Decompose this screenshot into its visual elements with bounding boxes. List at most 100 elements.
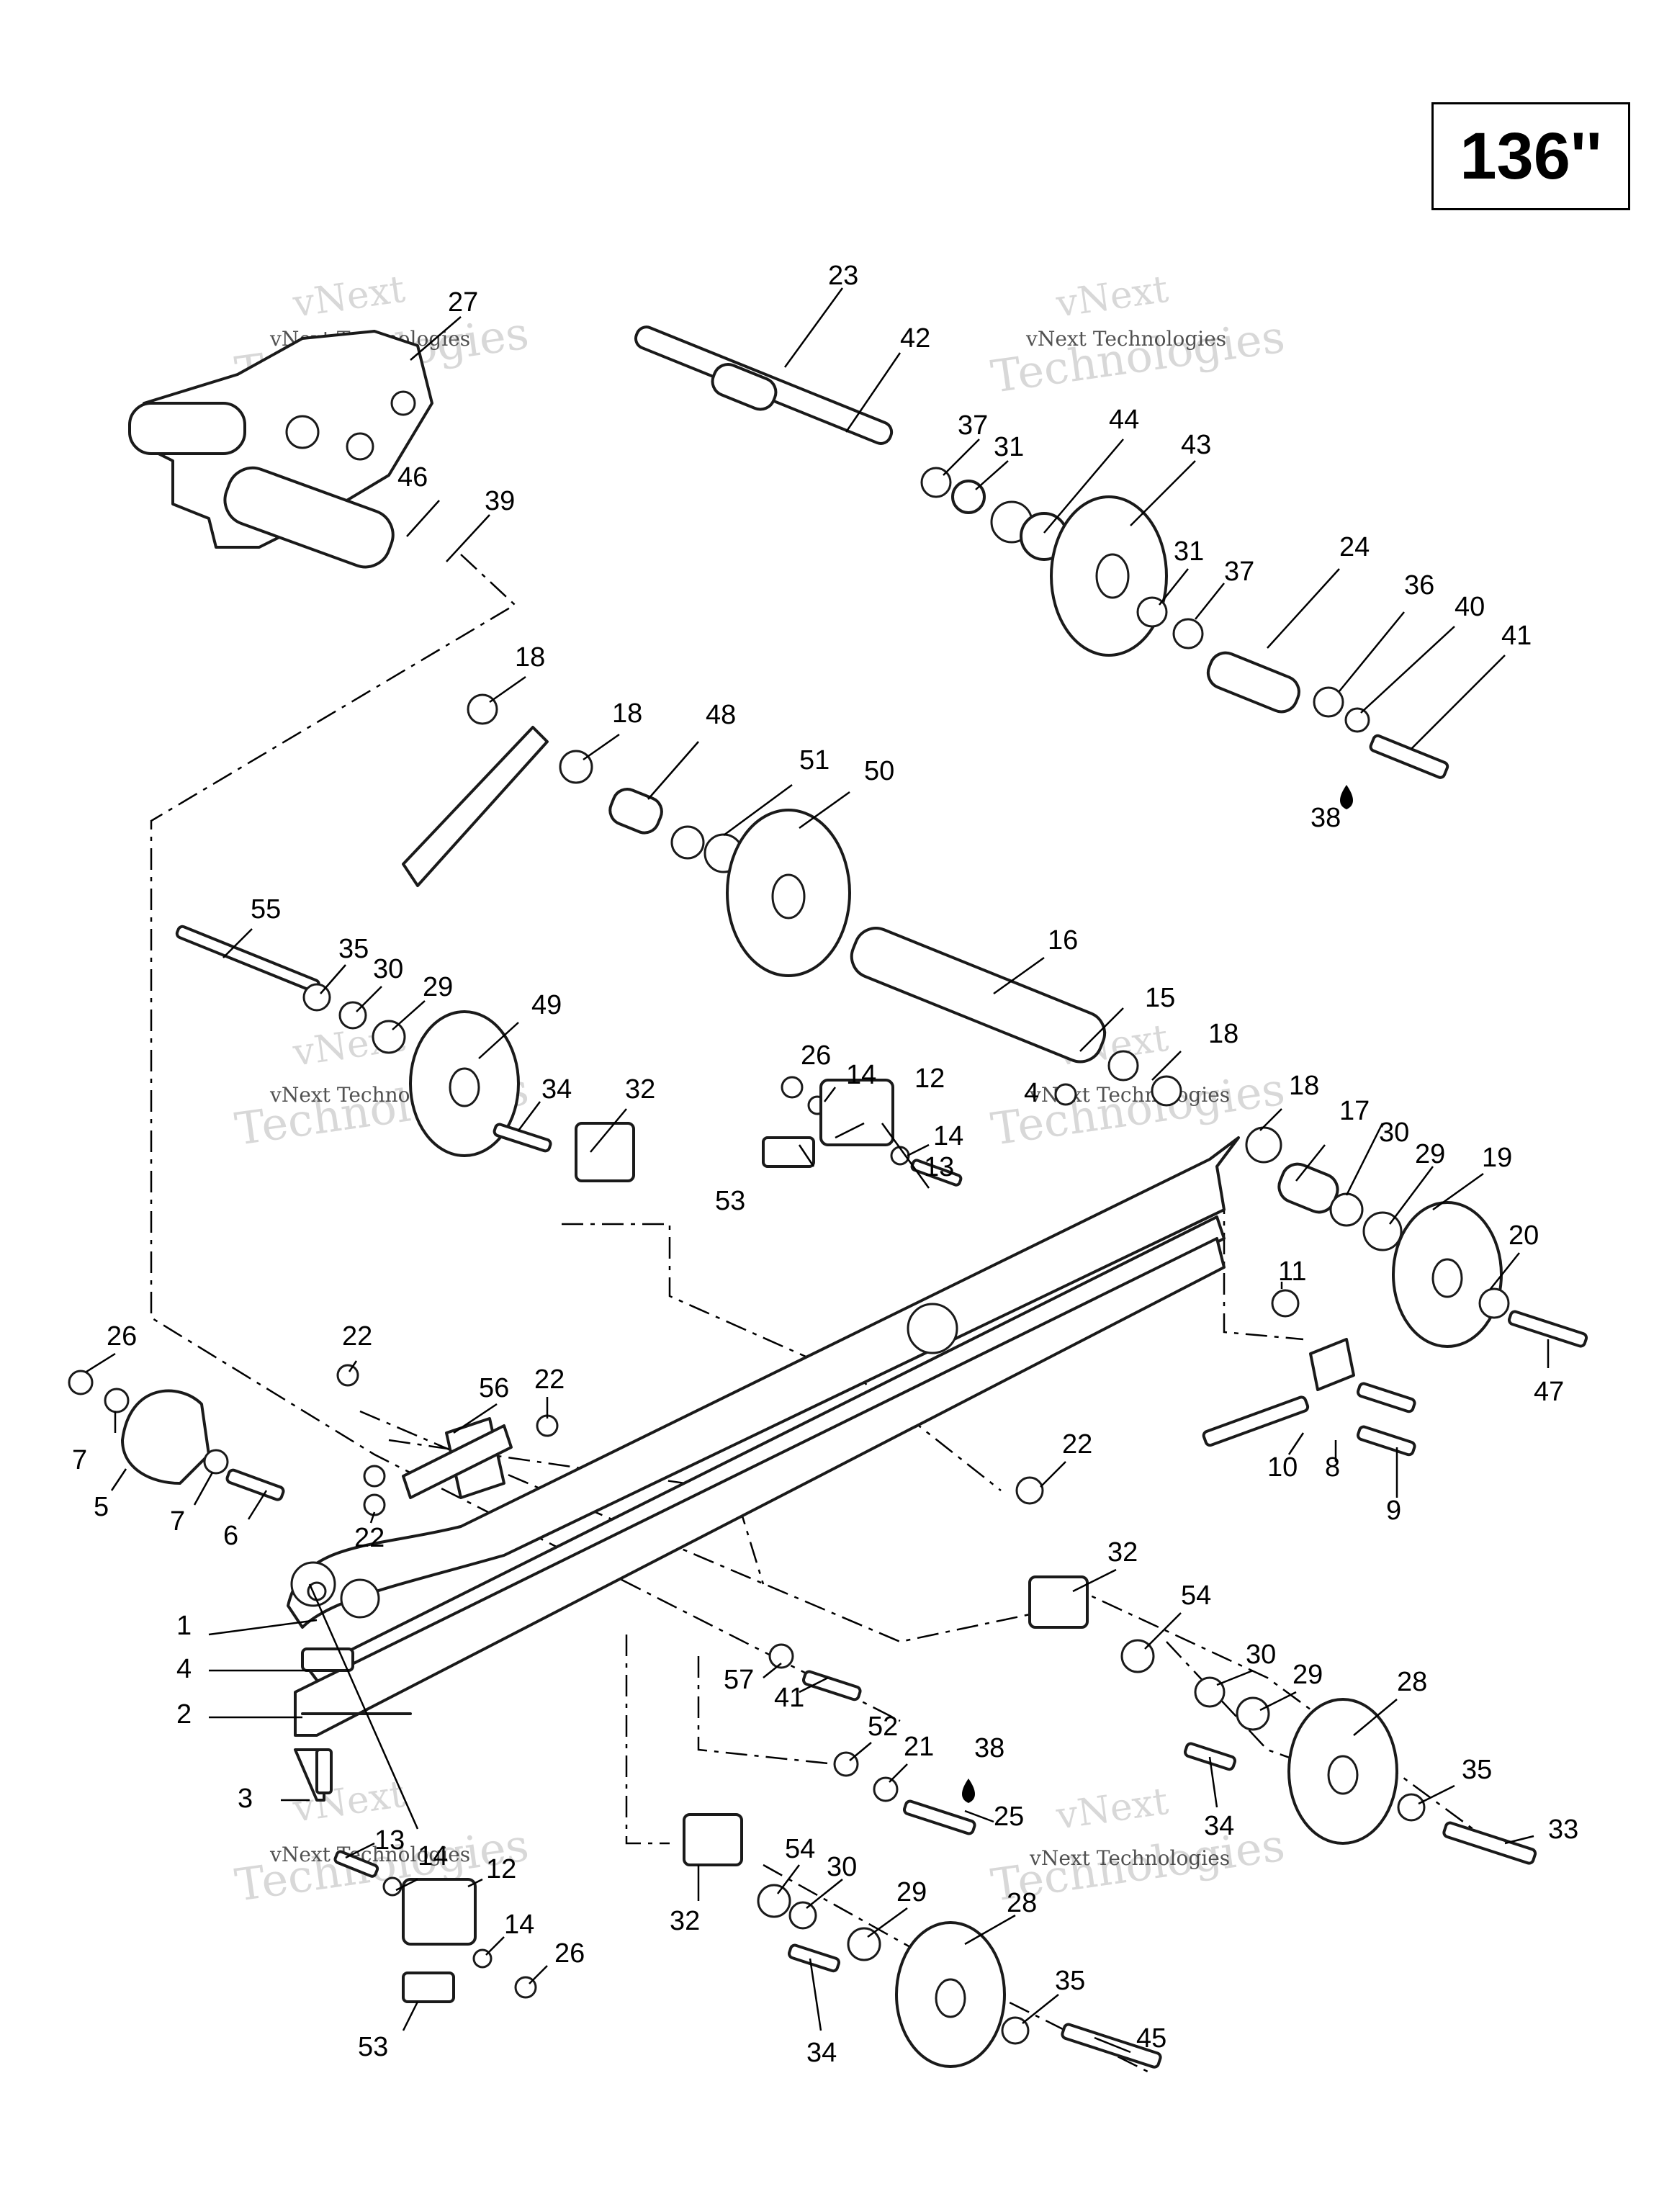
- callout-56: 56: [479, 1373, 509, 1403]
- watermark-2: vNext Technologies vNext Technologies: [988, 268, 1287, 403]
- callout-22d: 22: [354, 1523, 385, 1553]
- svg-text:Technologies: Technologies: [988, 310, 1287, 403]
- callout-28b: 28: [1007, 1888, 1037, 1918]
- callout-10: 10: [1267, 1452, 1298, 1483]
- callout-14b: 14: [933, 1121, 963, 1151]
- callout-38: 38: [1310, 803, 1341, 833]
- callout-55: 55: [251, 894, 281, 925]
- svg-text:vNext: vNext: [1053, 268, 1171, 326]
- callout-4b: 4: [176, 1654, 192, 1684]
- callout-35b: 35: [1462, 1755, 1492, 1785]
- callout-41b: 41: [774, 1683, 804, 1713]
- callout-20: 20: [1509, 1220, 1539, 1251]
- callout-12b: 12: [486, 1854, 516, 1884]
- callout-29b: 29: [1415, 1139, 1445, 1169]
- slide-rail-frame: [287, 1136, 1240, 1737]
- callout-30b: 30: [1379, 1118, 1409, 1148]
- lower-left-slide-group: [333, 1850, 537, 2003]
- front-bumper-group: [68, 1364, 1044, 1802]
- callout-12a: 12: [914, 1064, 945, 1094]
- callout-6: 6: [223, 1521, 238, 1551]
- callout-34c: 34: [806, 2038, 837, 2068]
- callout-15: 15: [1145, 983, 1175, 1013]
- callout-48: 48: [706, 700, 736, 730]
- callout-26a: 26: [801, 1040, 831, 1071]
- callout-13a: 13: [924, 1152, 954, 1182]
- callout-29d: 29: [896, 1877, 927, 1907]
- callout-27: 27: [448, 287, 478, 318]
- callout-7a: 7: [72, 1445, 87, 1475]
- callout-44: 44: [1109, 405, 1139, 435]
- callout-11: 11: [1278, 1256, 1306, 1287]
- callout-18a: 18: [515, 642, 545, 673]
- callout-26c: 26: [554, 1938, 585, 1969]
- callout-39: 39: [485, 486, 515, 516]
- callout-22c: 22: [1062, 1429, 1092, 1460]
- callout-30c: 30: [1246, 1640, 1276, 1670]
- callout-54a: 54: [1181, 1581, 1211, 1611]
- callout-57: 57: [724, 1665, 754, 1695]
- callout-46: 46: [397, 462, 428, 493]
- callout-24: 24: [1339, 532, 1370, 562]
- callout-40: 40: [1455, 592, 1485, 622]
- callout-3: 3: [238, 1784, 253, 1814]
- callout-23: 23: [828, 261, 858, 291]
- callout-7b: 7: [170, 1506, 185, 1537]
- callout-33: 33: [1548, 1815, 1578, 1845]
- callout-51: 51: [799, 745, 830, 775]
- upper-arm-assembly: [128, 330, 433, 569]
- callout-22a: 22: [342, 1321, 372, 1352]
- callout-18d: 18: [1289, 1071, 1319, 1101]
- callout-42: 42: [900, 323, 930, 354]
- callout-53a: 53: [715, 1186, 745, 1216]
- size-label: 136'': [1460, 119, 1602, 193]
- callout-13b: 13: [374, 1825, 405, 1856]
- svg-text:vNext Technologies: vNext Technologies: [1025, 327, 1226, 351]
- size-label-box: 136'': [1431, 102, 1630, 210]
- callout-28a: 28: [1397, 1667, 1427, 1697]
- callout-30d: 30: [827, 1852, 857, 1882]
- callout-19: 19: [1482, 1143, 1512, 1173]
- callout-14d: 14: [504, 1910, 534, 1940]
- callout-2: 2: [176, 1699, 192, 1730]
- callout-53b: 53: [358, 2032, 388, 2062]
- callout-16: 16: [1048, 925, 1078, 956]
- callout-35c: 35: [1055, 1966, 1085, 1996]
- callout-29a: 29: [423, 972, 453, 1002]
- callout-18b: 18: [612, 698, 642, 729]
- svg-text:vNext: vNext: [289, 268, 408, 326]
- callout-36: 36: [1404, 570, 1434, 601]
- callout-26b: 26: [107, 1321, 137, 1352]
- callout-50: 50: [864, 756, 894, 786]
- callout-14c: 14: [418, 1841, 448, 1871]
- callout-5: 5: [94, 1492, 109, 1522]
- callout-21: 21: [904, 1732, 934, 1762]
- callout-25: 25: [994, 1802, 1024, 1832]
- leader-lines: [86, 287, 1550, 2054]
- upper-axle-group: [634, 325, 1449, 809]
- callout-32a: 32: [625, 1074, 655, 1105]
- callout-30a: 30: [373, 954, 403, 984]
- callout-43: 43: [1181, 430, 1211, 460]
- svg-text:Technologies: Technologies: [988, 1062, 1287, 1155]
- callout-8: 8: [1325, 1452, 1340, 1483]
- callout-54b: 54: [785, 1834, 815, 1864]
- middle-wheel-group: [402, 693, 1182, 1107]
- callout-47: 47: [1534, 1377, 1564, 1407]
- svg-text:vNext: vNext: [1053, 1780, 1171, 1838]
- callout-31: 31: [994, 432, 1024, 462]
- callout-31b: 31: [1174, 536, 1204, 567]
- callout-52: 52: [868, 1712, 898, 1742]
- callout-labels: 27 46 39 23 42 37 31 44 43 31 37 24 36 4…: [72, 261, 1578, 2068]
- svg-text:vNext Technologies: vNext Technologies: [1029, 1846, 1230, 1870]
- right-front-wheel-group: [1054, 1083, 1588, 1457]
- callout-38b: 38: [974, 1733, 1004, 1763]
- callout-49: 49: [531, 990, 562, 1020]
- callout-9: 9: [1386, 1496, 1401, 1526]
- callout-18c: 18: [1208, 1019, 1238, 1049]
- rear-wheel-groups: [301, 1575, 1537, 2069]
- callout-34b: 34: [1204, 1811, 1234, 1841]
- callout-14a: 14: [846, 1060, 876, 1090]
- callout-37: 37: [958, 410, 988, 441]
